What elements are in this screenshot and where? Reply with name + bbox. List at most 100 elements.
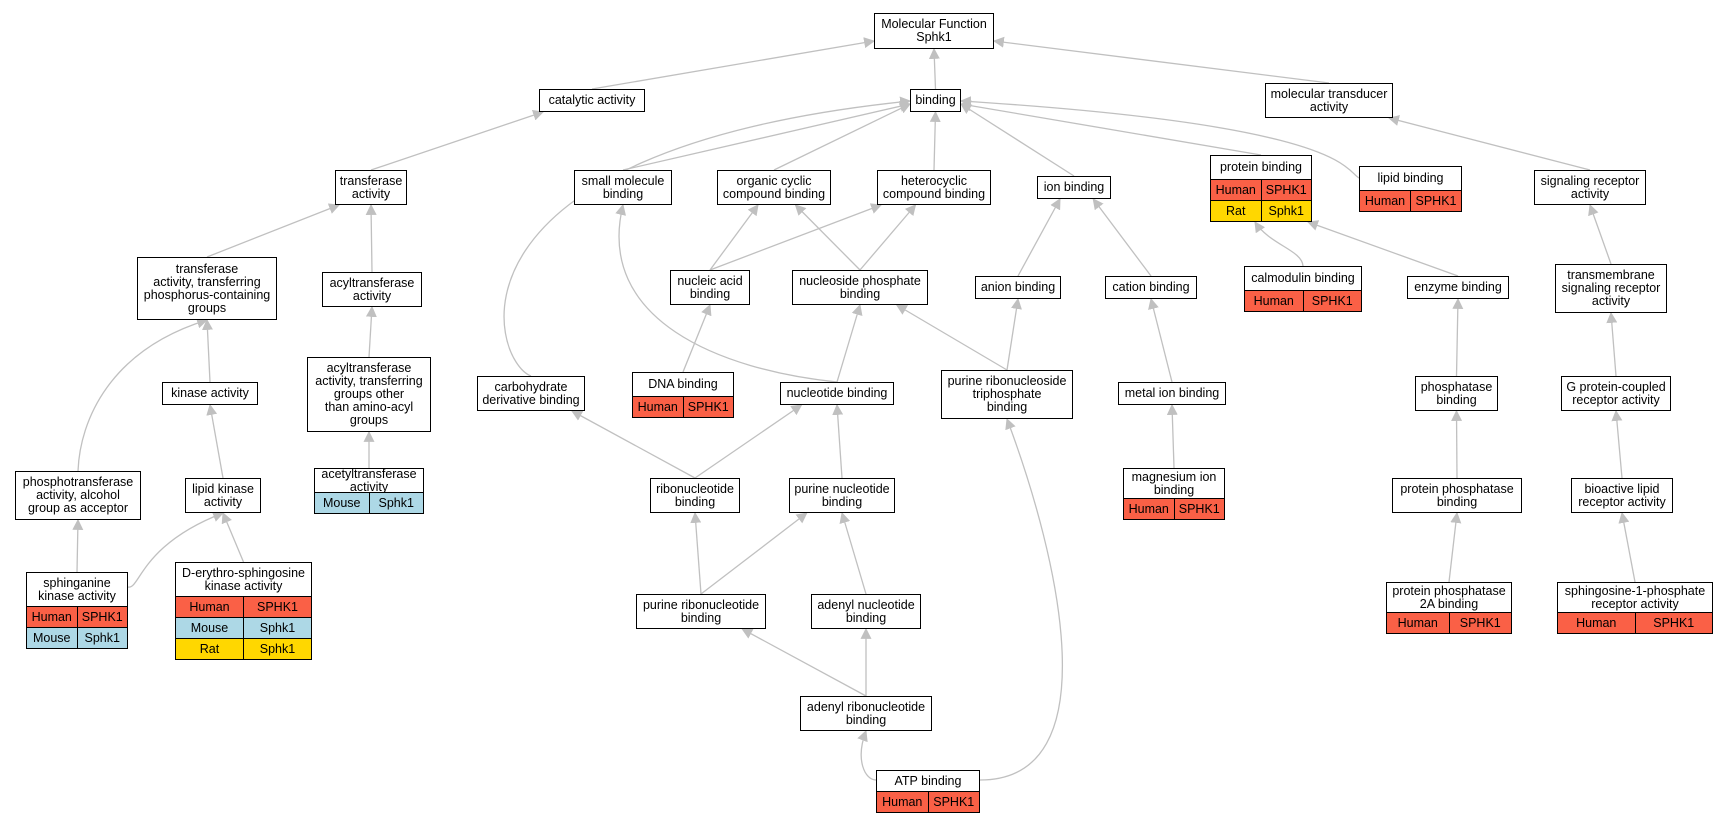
edge-s1p-to-biolipid <box>1618 511 1636 583</box>
edge-protein-to-binding <box>959 100 1262 156</box>
node-phosphatase: phosphatase binding <box>1415 376 1498 411</box>
node-label: cation binding <box>1105 276 1197 299</box>
species-cell: Mouse <box>315 493 369 513</box>
gene-cell: Sphk1 <box>243 618 311 638</box>
node-label: lipid binding <box>1359 166 1462 191</box>
node-label: purine ribonucleoside triphosphate bindi… <box>941 370 1073 419</box>
node-label: catalytic activity <box>539 89 645 112</box>
edge-acyl-to-transferase <box>365 203 377 273</box>
species-cell: Human <box>1360 191 1410 211</box>
gene-cell: Sphk1 <box>76 628 127 648</box>
edge-magnesium-to-metal <box>1166 403 1178 469</box>
node-label: phosphotransferase activity, alcohol gro… <box>15 471 141 520</box>
node-biolipid: bioactive lipid receptor activity <box>1571 478 1673 513</box>
node-carb: carbohydrate derivative binding <box>477 376 585 411</box>
edge-purribo-to-ribonuc <box>690 511 702 595</box>
edge-acylother-to-acyl <box>365 305 377 358</box>
node-label: anion binding <box>975 276 1061 299</box>
edge-atp-to-adenylribo <box>857 729 877 781</box>
edge-adenyl-to-purnuc <box>839 511 867 595</box>
node-label: small molecule binding <box>574 170 672 205</box>
edge-derythro-to-lipkin <box>221 511 245 563</box>
edge-ribonuc-to-nucleotide <box>694 404 803 479</box>
node-metal: metal ion binding <box>1118 382 1226 405</box>
node-label: protein phosphatase binding <box>1392 478 1522 513</box>
edge-ion-to-binding <box>960 103 1075 177</box>
node-acylother: acyltransferase activity, transferring g… <box>307 357 431 432</box>
edge-purnuc-to-nucleotide <box>832 403 844 479</box>
node-sigrec: signaling receptor activity <box>1534 170 1646 205</box>
node-lipkin: lipid kinase activity <box>185 478 261 513</box>
edge-atp-to-prnts <box>979 417 1064 781</box>
edge-smallmol-to-binding <box>622 100 912 171</box>
edge-sigrec-to-transducer <box>1387 115 1591 171</box>
gene-cell: SPHK1 <box>682 397 733 417</box>
node-catalytic: catalytic activity <box>539 89 645 112</box>
edge-tmsig-to-sigrec <box>1588 203 1612 265</box>
gene-cell: SPHK1 <box>1410 191 1461 211</box>
gene-cell: SPHK1 <box>1260 180 1311 200</box>
node-binding: binding <box>910 89 961 112</box>
species-cell: Human <box>27 607 77 627</box>
edge-heterocyclic-to-binding <box>929 110 941 171</box>
edge-prnts-to-nucphos <box>895 304 1008 371</box>
node-label: acyltransferase activity <box>322 272 422 307</box>
node-anion: anion binding <box>975 276 1061 299</box>
node-kinase: kinase activity <box>162 382 258 405</box>
edge-prnts-to-anion <box>1006 297 1022 371</box>
node-label: phosphatase binding <box>1415 376 1498 411</box>
edge-layer <box>72 36 1636 781</box>
node-label: magnesium ion binding <box>1123 468 1225 499</box>
species-cell: Human <box>176 597 243 617</box>
gene-cell: SPHK1 <box>243 597 311 617</box>
gene-cell: Sphk1 <box>1260 201 1311 221</box>
node-label: ion binding <box>1037 176 1111 199</box>
node-label: purine nucleotide binding <box>789 478 895 513</box>
node-label: organic cyclic compound binding <box>717 170 831 205</box>
gene-cell: Sphk1 <box>368 493 423 513</box>
node-nucacid: nucleic acid binding <box>670 270 750 305</box>
species-cell: Human <box>1387 613 1449 633</box>
edge-dna-to-nucacid <box>682 303 712 373</box>
species-cell: Human <box>1245 291 1303 311</box>
edge-pp2a-to-protphos <box>1448 511 1462 583</box>
node-label: D-erythro-sphingosine kinase activity <box>175 562 312 597</box>
edge-sphinganine-to-lipkin <box>127 511 225 588</box>
gene-cell: SPHK1 <box>927 792 979 812</box>
edge-enzyme-to-protein <box>1306 220 1459 277</box>
node-ion: ion binding <box>1037 176 1111 199</box>
edge-adenylribo-to-purribo <box>741 628 867 697</box>
node-purnuc: purine nucleotide binding <box>789 478 895 513</box>
node-adenyl: adenyl nucleotide binding <box>811 594 921 629</box>
gene-cell: SPHK1 <box>1448 613 1511 633</box>
node-protphos: protein phosphatase binding <box>1392 478 1522 513</box>
node-mf: Molecular Function Sphk1 <box>874 13 994 49</box>
edge-nucphos-to-orgcyclic <box>794 204 861 271</box>
node-enzyme: enzyme binding <box>1407 276 1509 299</box>
node-label: lipid kinase activity <box>185 478 261 513</box>
node-label: Molecular Function Sphk1 <box>874 13 994 49</box>
edge-biolipid-to-gpcr <box>1611 409 1623 479</box>
node-transducer: molecular transducer activity <box>1265 83 1393 118</box>
edge-binding-to-mf <box>928 47 940 90</box>
node-label: enzyme binding <box>1407 276 1509 299</box>
node-tmsig: transmembrane signaling receptor activit… <box>1555 264 1667 313</box>
node-label: purine ribonucleotide binding <box>636 594 766 629</box>
gene-cell: Sphk1 <box>243 639 311 659</box>
node-orgcyclic: organic cyclic compound binding <box>717 170 831 205</box>
node-gpcr: G protein-coupled receptor activity <box>1561 376 1671 411</box>
node-label: acetyltransferase activity <box>314 467 424 493</box>
edge-purribo-to-purnuc <box>700 512 808 595</box>
